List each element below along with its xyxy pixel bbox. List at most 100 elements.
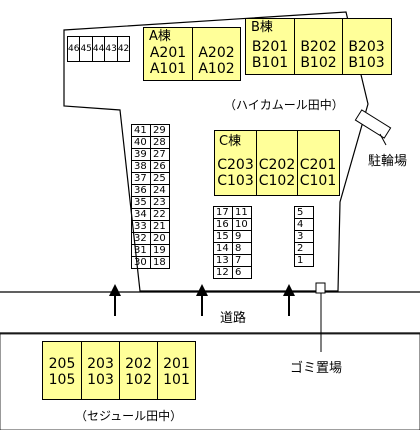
unit-number-lower: C101 <box>299 173 337 189</box>
unit-number-lower: 105 <box>48 372 76 388</box>
parking-space: 10 <box>232 218 252 231</box>
parking-space: 6 <box>232 266 252 279</box>
entry-arrow <box>109 284 121 316</box>
garbage-area-marker <box>315 282 326 294</box>
parking-space: 7 <box>232 254 252 267</box>
moto-space: 43 <box>104 36 118 62</box>
unit-number-lower: C102 <box>258 173 296 189</box>
building-c-label: C棟 <box>219 134 242 149</box>
parking-space: 2 <box>294 242 314 255</box>
unit-number-lower: 103 <box>87 372 114 388</box>
unit-number-upper: C202 <box>258 157 296 173</box>
unit-number-upper: A201 <box>149 45 187 61</box>
parking-space: 13 <box>213 254 233 267</box>
building-b-label: B棟 <box>251 20 273 35</box>
parking-space: 29 <box>150 124 170 137</box>
unit-number-lower: 102 <box>125 372 152 388</box>
parking-space: 28 <box>150 136 170 149</box>
parking-space: 1 <box>294 254 314 267</box>
moto-space: 42 <box>116 36 131 62</box>
parking-space: 22 <box>150 208 170 221</box>
unit-number-upper: 205 <box>48 356 76 372</box>
unit-number-lower: C103 <box>217 173 254 189</box>
parking-space: 19 <box>150 244 170 257</box>
unit-number-upper: 201 <box>163 356 190 372</box>
unit-number-upper: B203 <box>348 39 385 55</box>
parking-space: 25 <box>150 172 170 185</box>
unit-number-upper: B201 <box>251 39 289 55</box>
building-a-label: A棟 <box>149 29 171 44</box>
parking-space: 18 <box>150 256 170 269</box>
moto-space: 45 <box>79 36 93 62</box>
unit-number-lower: B103 <box>348 55 385 71</box>
parking-space: 17 <box>213 206 233 219</box>
unit-number-lower: B102 <box>300 55 337 71</box>
unit-number-upper: 202 <box>125 356 152 372</box>
parking-space: 27 <box>150 148 170 161</box>
entry-arrow <box>283 284 295 316</box>
bicycle-parking-label: 駐輪場 <box>368 154 408 169</box>
unit-number-lower: B101 <box>251 55 289 71</box>
moto-space: 46 <box>66 36 81 62</box>
parking-space: 16 <box>213 218 233 231</box>
parking-space: 31 <box>131 244 151 257</box>
parking-space: 5 <box>294 206 314 219</box>
entry-arrow <box>196 284 208 316</box>
parking-space: 23 <box>150 196 170 209</box>
parking-space: 33 <box>131 220 151 233</box>
unit-number-lower: 101 <box>163 372 190 388</box>
parking-space: 35 <box>131 196 151 209</box>
unit-number-upper: B202 <box>300 39 337 55</box>
unit-number-lower: A102 <box>198 61 235 77</box>
parking-space: 38 <box>131 160 151 173</box>
parking-space: 24 <box>150 184 170 197</box>
parking-space: 4 <box>294 218 314 231</box>
parking-space: 20 <box>150 232 170 245</box>
parking-space: 36 <box>131 184 151 197</box>
bicycle-leader-line <box>379 133 387 146</box>
haikamu-name-label: （ハイカムール田中） <box>224 98 344 112</box>
moto-space: 44 <box>91 36 106 62</box>
parking-space: 37 <box>131 172 151 185</box>
parking-space: 9 <box>232 230 252 243</box>
parking-space: 14 <box>213 242 233 255</box>
garbage-area-label: ゴミ置場 <box>290 361 343 376</box>
parking-space: 41 <box>131 124 151 137</box>
parking-space: 32 <box>131 232 151 245</box>
bicycle-parking-marker <box>354 109 392 139</box>
parking-space: 8 <box>232 242 252 255</box>
road-label: 道路 <box>220 311 247 326</box>
parking-space: 40 <box>131 136 151 149</box>
sejour-name-label: （セジュール田中） <box>75 409 183 423</box>
unit-number-upper: A202 <box>198 45 235 61</box>
parking-space: 21 <box>150 220 170 233</box>
unit-number-upper: C203 <box>217 157 254 173</box>
parking-space: 11 <box>232 206 252 219</box>
parking-space: 3 <box>294 230 314 243</box>
parking-space: 26 <box>150 160 170 173</box>
unit-number-upper: 203 <box>87 356 114 372</box>
parking-space: 12 <box>213 266 233 279</box>
south-lot-outline <box>0 333 420 430</box>
parking-space: 34 <box>131 208 151 221</box>
